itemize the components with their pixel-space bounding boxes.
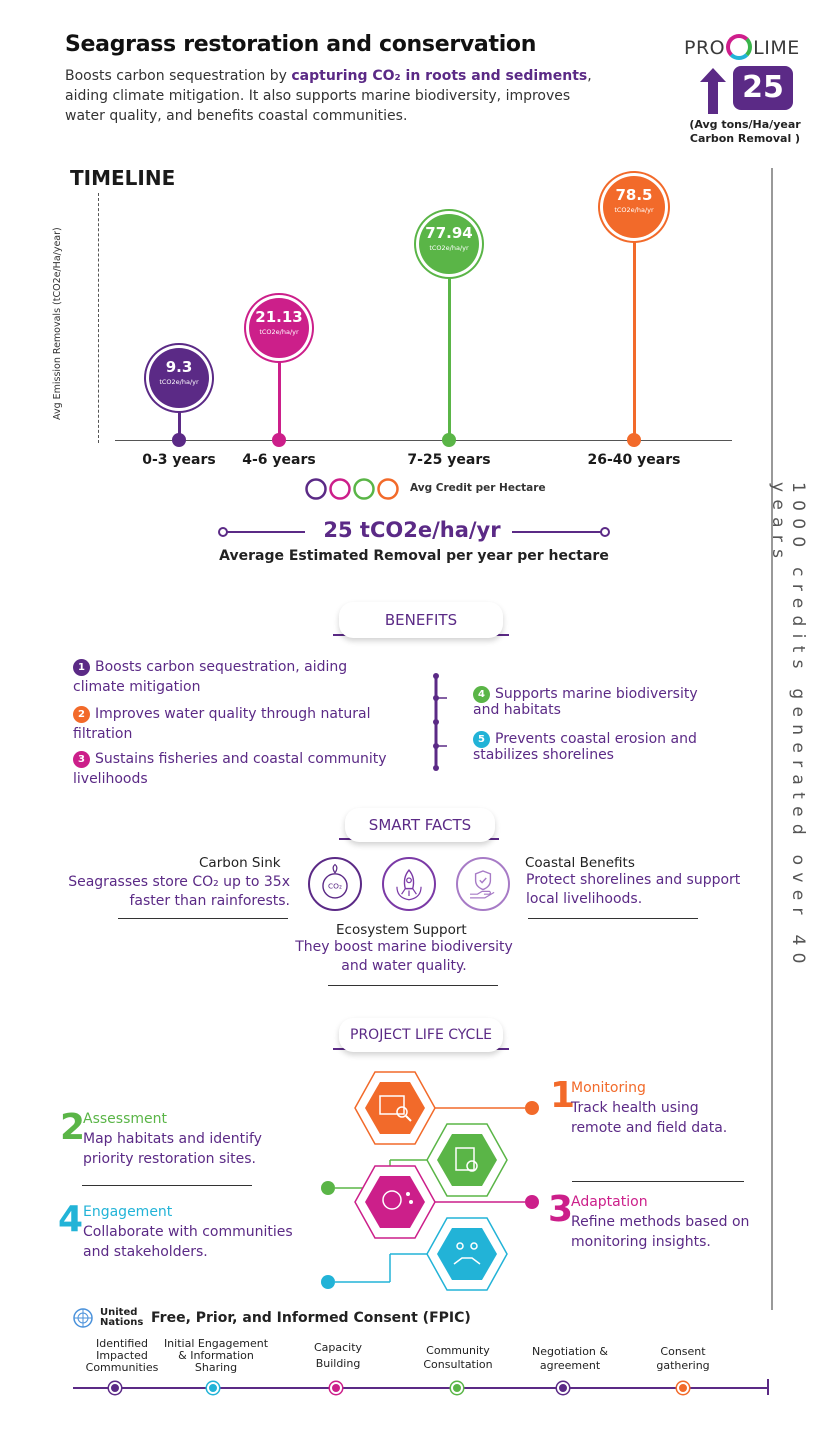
hex-engagement [321, 1217, 508, 1291]
coastal-heading: Coastal Benefits [525, 855, 635, 871]
fpic-step-5: Negotiation &agreement [532, 1345, 608, 1372]
benefit-number: 1 [73, 659, 90, 676]
benefits-title: BENEFITS [339, 602, 503, 638]
benefit-number: 5 [473, 731, 490, 748]
adaptation-rule [572, 1181, 744, 1182]
timeline-stem [277, 358, 281, 440]
y-axis-label: Avg Emission Removals (tCO2e/Ha/year) [52, 227, 63, 420]
page-title: Seagrass restoration and conservation [65, 32, 537, 57]
fpic-title: Free, Prior, and Informed Consent (FPIC) [151, 1310, 471, 1326]
carbon-sink-text: Seagrasses store CO₂ up to 35x faster th… [68, 874, 290, 909]
fpic-dot-4 [451, 1382, 463, 1394]
fpic-dot-3 [330, 1382, 342, 1394]
avg-line-right-end [600, 527, 610, 537]
avg-removal-value: 25 tCO2e/ha/yr [323, 518, 501, 542]
side-credits-text: 1000 credits generated over 40 years [768, 482, 808, 971]
up-arrow-icon [700, 68, 726, 114]
benefit-number: 2 [73, 706, 90, 723]
timeline-stem [447, 274, 451, 440]
engagement-heading: Engagement [83, 1204, 173, 1220]
coastal-rule [528, 918, 698, 919]
hex-monitoring [354, 1071, 539, 1145]
carbon-sink-rule [118, 918, 288, 919]
avg-line-right [512, 531, 602, 533]
lifecycle-title: PROJECT LIFE CYCLE [339, 1018, 503, 1052]
legend-rings-icon [305, 478, 399, 500]
engagement-number: 4 [58, 1199, 84, 1240]
ecosystem-text: They boost marine biodiversity and water… [295, 939, 513, 974]
fpic-timeline-end [767, 1379, 769, 1395]
rocket-icon [382, 857, 436, 911]
shield-hand-icon [456, 857, 510, 911]
lifecycle-hexagons [321, 1071, 539, 1291]
timeline-label: 4-6 years [242, 452, 316, 468]
hex-adaptation [354, 1165, 539, 1239]
monitoring-text: Track health using remote and field data… [571, 1100, 728, 1136]
co2-icon: CO₂ [308, 857, 362, 911]
timeline-dot [627, 433, 641, 447]
side-divider [771, 168, 773, 1310]
avg-removal-caption: Average Estimated Removal per year per h… [219, 548, 609, 564]
timeline-dot [272, 433, 286, 447]
svg-text:CO₂: CO₂ [328, 882, 342, 891]
assessment-text: Map habitats and identify priority resto… [83, 1131, 262, 1167]
adaptation-heading: Adaptation [571, 1194, 648, 1210]
intro-text: Boosts carbon sequestration by capturing… [65, 68, 592, 124]
adaptation-number: 3 [548, 1189, 574, 1230]
timeline-stem [632, 238, 636, 440]
logo-c-icon [726, 34, 753, 60]
assessment-heading: Assessment [83, 1111, 167, 1127]
fpic-dot-2 [207, 1382, 219, 1394]
assessment-number: 2 [60, 1107, 86, 1148]
timeline-stem [177, 408, 181, 440]
engagement-text: Collaborate with communities and stakeho… [83, 1224, 293, 1260]
fpic-dot-6 [677, 1382, 689, 1394]
legend-label: Avg Credit per Hectare [410, 482, 546, 494]
timeline-dot [172, 433, 186, 447]
timeline-label: 7-25 years [407, 452, 491, 468]
un-emblem-icon [73, 1308, 93, 1328]
ecosystem-heading: Ecosystem Support [336, 922, 467, 938]
avg-line-left [227, 531, 305, 533]
fpic-dot-5 [557, 1382, 569, 1394]
carbon-removal-badge: 25 [733, 66, 793, 110]
timeline-label: 0-3 years [142, 452, 216, 468]
fpic-dot-1 [109, 1382, 121, 1394]
smart-facts-title: SMART FACTS [345, 808, 495, 842]
benefit-number: 4 [473, 686, 490, 703]
benefits-bracket [433, 673, 447, 771]
benefit-number: 3 [73, 751, 90, 768]
monitoring-number: 1 [550, 1075, 576, 1116]
x-axis [115, 440, 732, 441]
monitoring-heading: Monitoring [571, 1080, 646, 1096]
coastal-text: Protect shorelines and support local liv… [526, 872, 741, 907]
timeline-title: TIMELINE [70, 166, 176, 190]
timeline-label: 26-40 years [587, 452, 681, 468]
carbon-sink-heading: Carbon Sink [199, 855, 281, 871]
fpic-timeline [73, 1387, 768, 1389]
adaptation-text: Refine methods based on monitoring insig… [571, 1214, 750, 1250]
y-axis [98, 193, 99, 443]
ecosystem-rule [328, 985, 498, 986]
assessment-rule [82, 1185, 252, 1186]
timeline-dot [442, 433, 456, 447]
hex-assessment [321, 1123, 508, 1197]
